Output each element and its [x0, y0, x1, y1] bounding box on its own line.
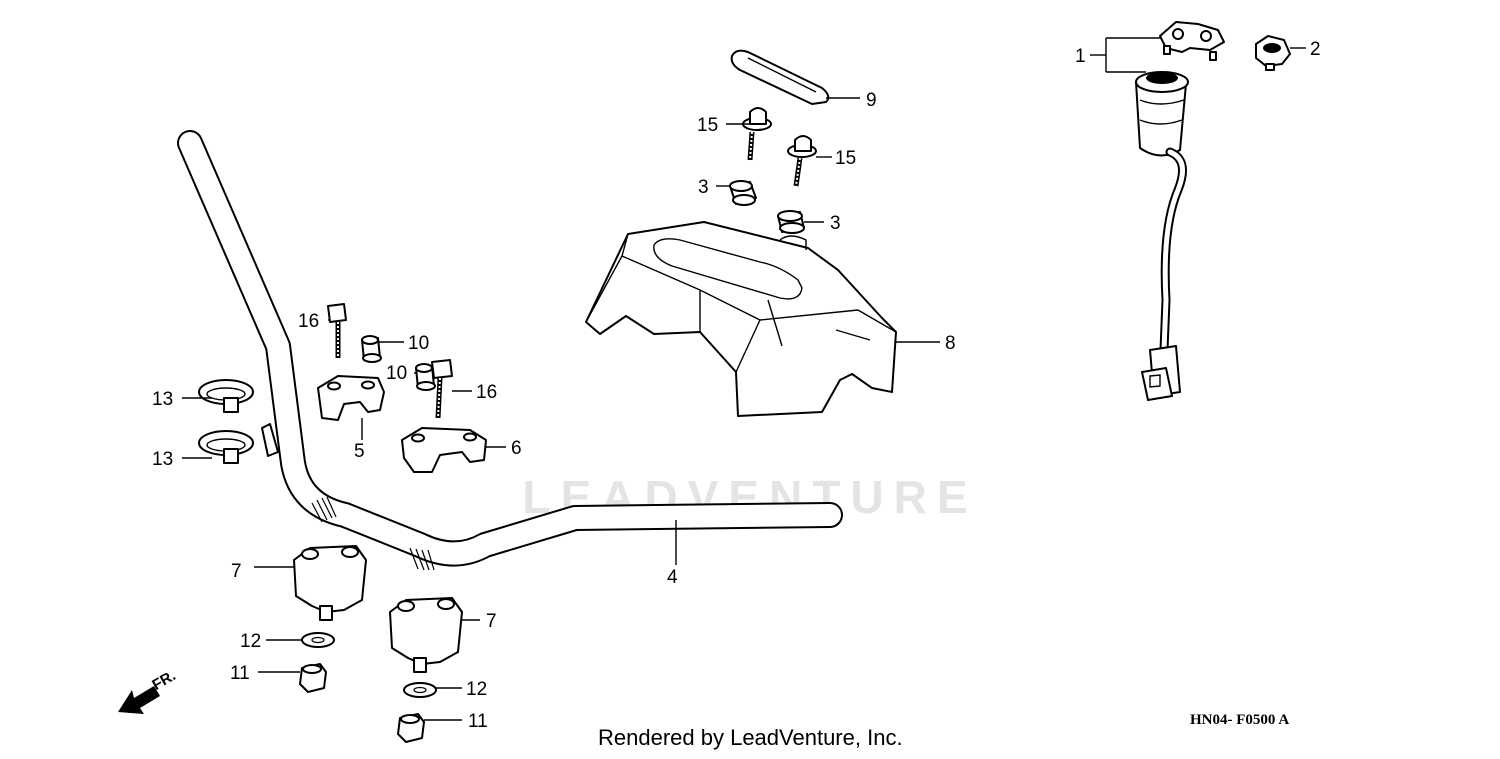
- callout-16: 16: [476, 382, 497, 403]
- upper-holder-5: [317, 375, 385, 421]
- callout-6: 6: [511, 438, 522, 459]
- grommet-3-upper: [729, 180, 757, 206]
- pad-9: [730, 49, 830, 105]
- handlebar: [177, 130, 843, 571]
- knurl-band-left: [311, 496, 337, 523]
- callout-16: 16: [298, 311, 319, 332]
- callout-13: 13: [152, 389, 173, 410]
- knob-2: [1255, 35, 1291, 71]
- callout-15: 15: [835, 148, 856, 169]
- callout-11: 11: [468, 711, 488, 732]
- bolt-16-left: [327, 303, 347, 358]
- drawing-code: HN04- F0500 A: [1190, 712, 1290, 728]
- callout-5: 5: [354, 441, 365, 462]
- callout-10: 10: [408, 333, 429, 354]
- callout-12: 12: [240, 631, 261, 652]
- footer-credit: Rendered by LeadVenture, Inc.: [598, 725, 903, 750]
- bolt-16-right: [431, 359, 453, 419]
- lower-holder-7-left: [293, 545, 367, 621]
- clamp-band-lower: [198, 430, 254, 464]
- callout-2: 2: [1310, 39, 1321, 60]
- collar-10-lower: [415, 363, 436, 391]
- front-direction-arrow-icon: [118, 686, 160, 714]
- grommet-3-lower: [777, 210, 805, 234]
- collar-10-upper: [361, 335, 382, 363]
- callout-9: 9: [866, 90, 877, 111]
- callout-7: 7: [486, 611, 497, 632]
- callout-8: 8: [945, 333, 956, 354]
- nut-11-left: [299, 663, 327, 693]
- callout-3: 3: [830, 213, 841, 234]
- cable-guide: [261, 423, 279, 457]
- knurl-band-right: [409, 547, 435, 571]
- lower-holder-7-right: [389, 597, 463, 673]
- callout-13: 13: [152, 449, 173, 470]
- callout-7: 7: [231, 561, 242, 582]
- ignition-switch-1: [1135, 21, 1225, 401]
- callout-12: 12: [466, 679, 487, 700]
- clamp-band-upper: [198, 379, 254, 413]
- callout-10: 10: [386, 363, 407, 384]
- callout-1: 1: [1075, 46, 1086, 67]
- screw-15-right: [787, 135, 817, 187]
- callout-11: 11: [230, 663, 250, 684]
- upper-holder-6: [401, 427, 487, 473]
- leader-lines: [182, 37, 1306, 721]
- screw-15-left: [742, 107, 772, 161]
- callout-15: 15: [697, 115, 718, 136]
- nut-11-right: [397, 713, 425, 743]
- callout-labels: 1 2 3 3 4 5 6 7 7 8 9 10 10 11 11 12 12 …: [152, 39, 1321, 732]
- callout-4: 4: [667, 567, 678, 588]
- handlebar-cover-8: [585, 221, 897, 417]
- callout-3: 3: [698, 177, 709, 198]
